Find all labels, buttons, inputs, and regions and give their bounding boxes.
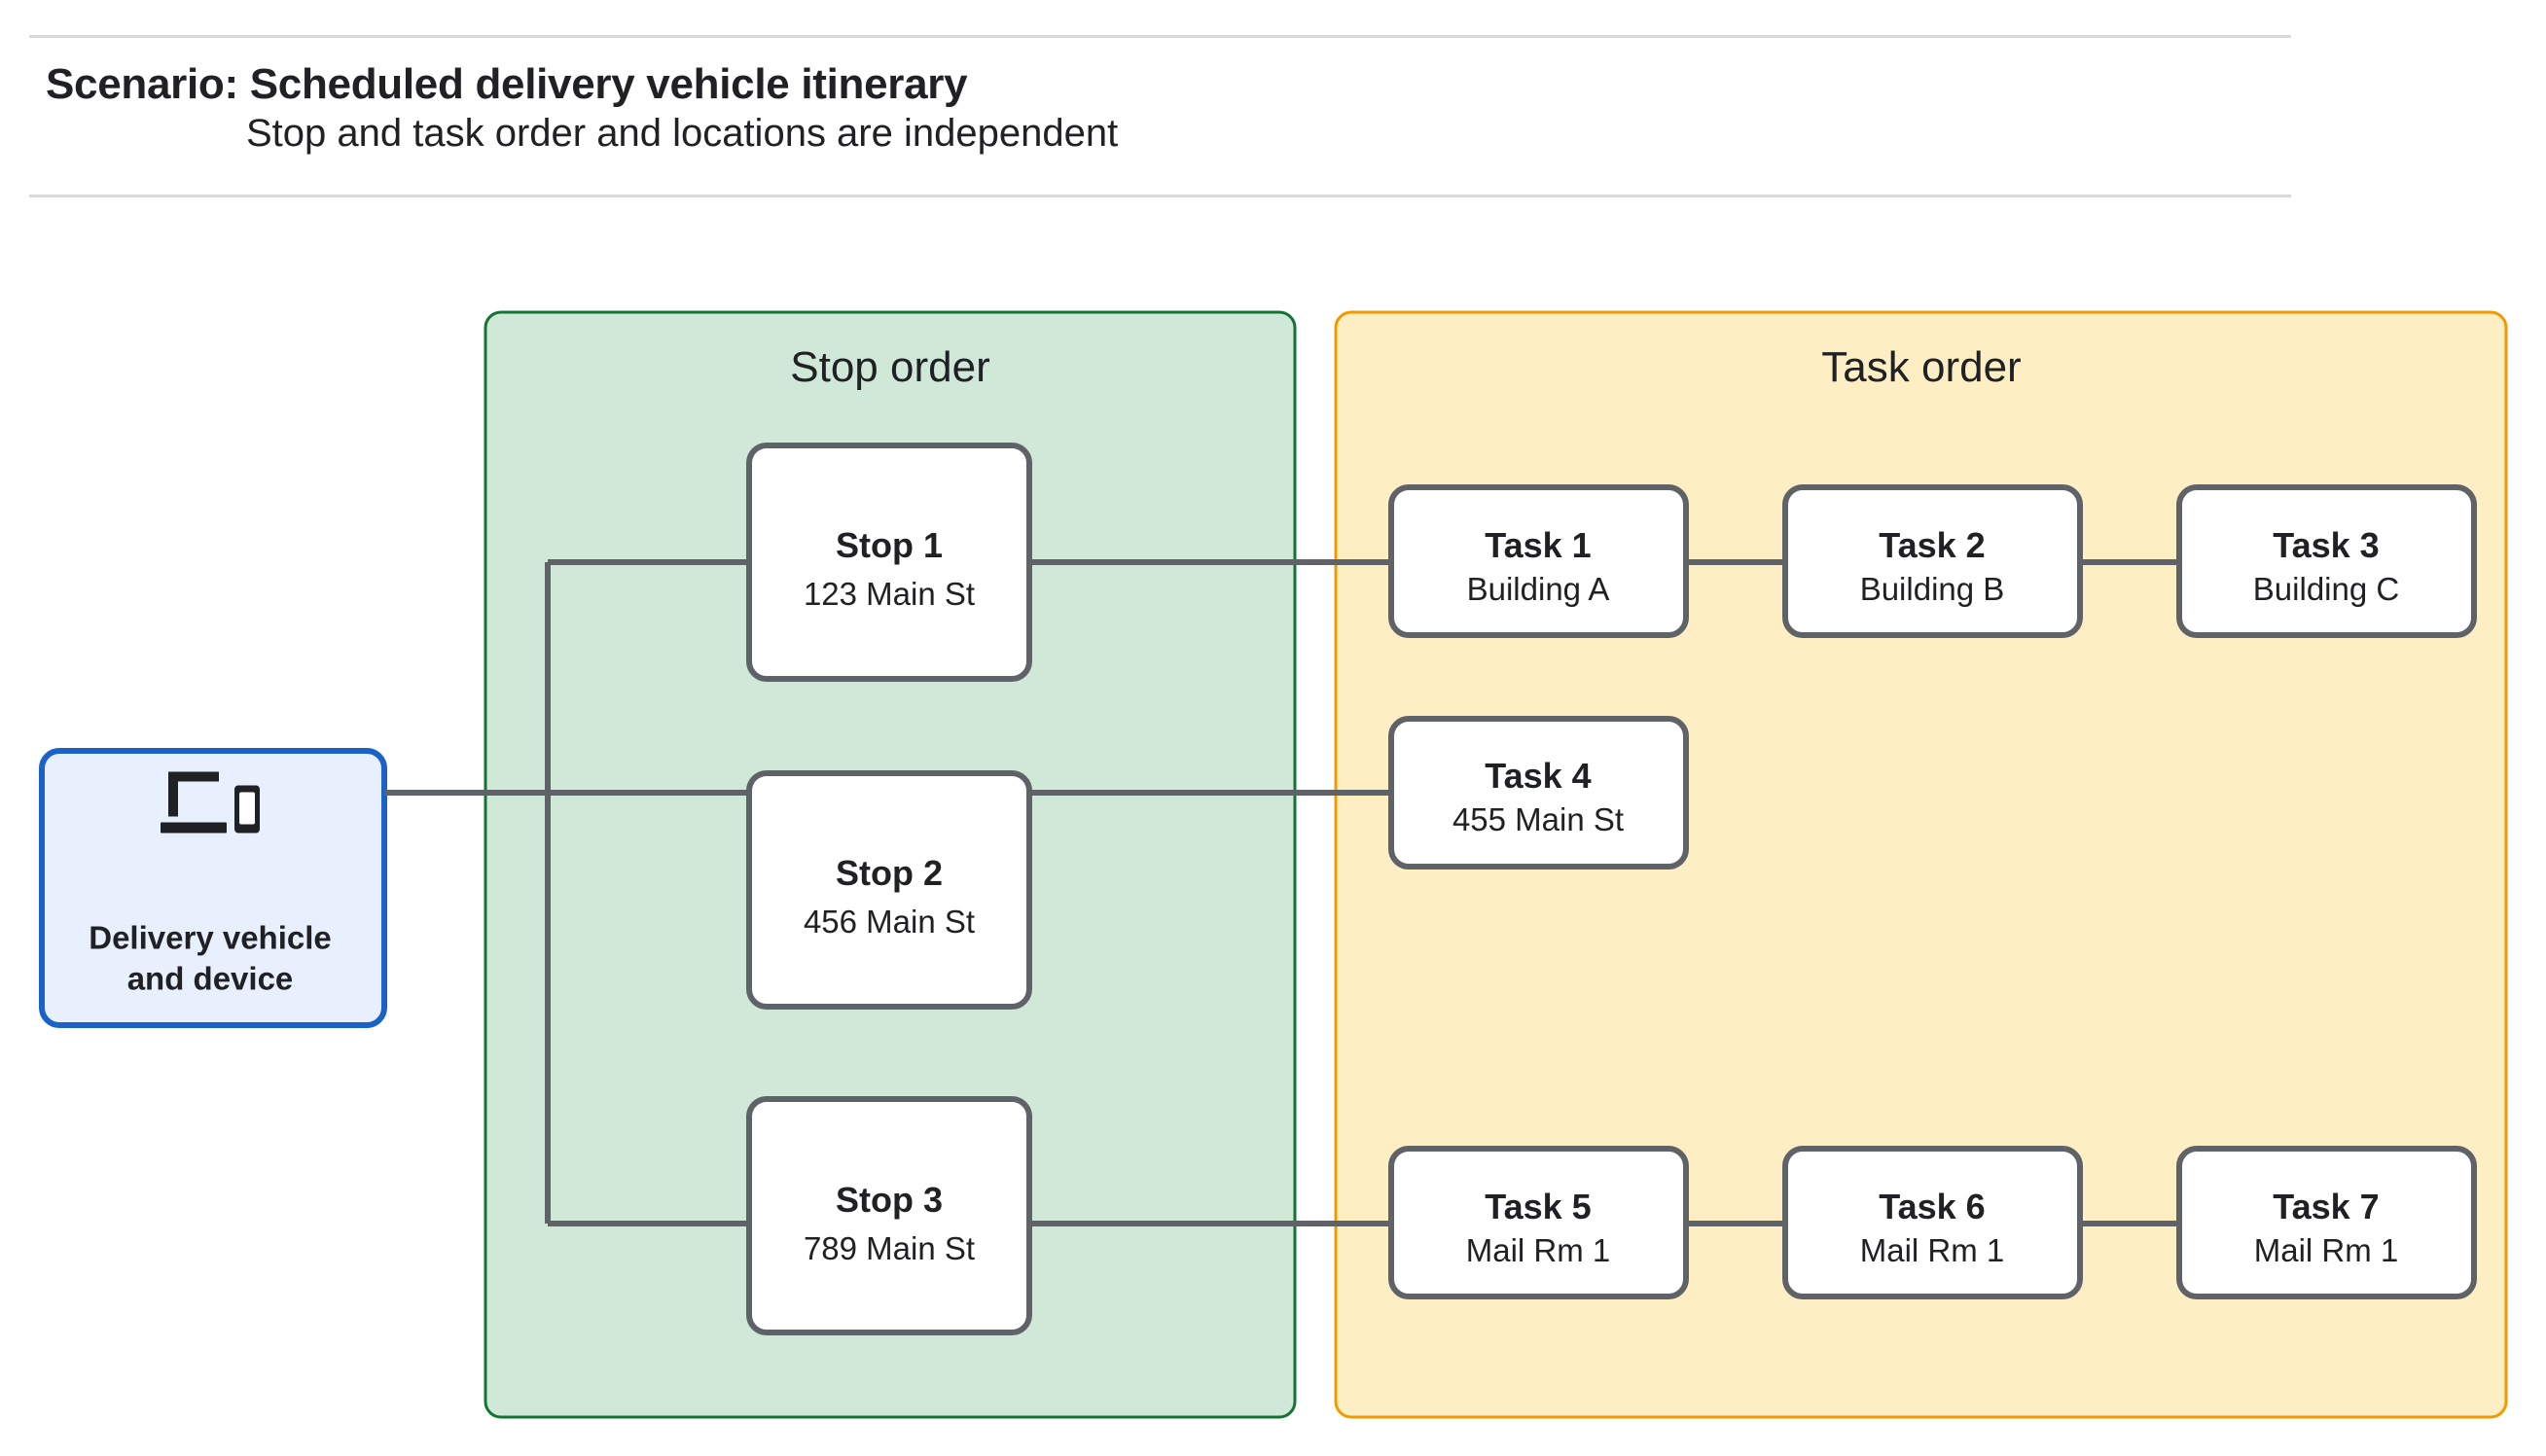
task-title-5: Task 5: [1485, 1187, 1592, 1226]
devices-icon: [159, 768, 262, 847]
task-box-1[interactable]: [1388, 484, 1689, 638]
task-title-4: Task 4: [1485, 756, 1592, 796]
stop-box-1[interactable]: [746, 443, 1032, 682]
task-location-7: Mail Rm 1: [2253, 1232, 2399, 1268]
task-box-7[interactable]: [2176, 1146, 2477, 1299]
task-location-1: Building A: [1466, 571, 1610, 607]
stop-title-1: Stop 1: [835, 525, 944, 565]
task-box-6[interactable]: [1782, 1146, 2083, 1299]
task-box-2[interactable]: [1782, 484, 2083, 638]
task-title-1: Task 1: [1485, 525, 1592, 565]
page-subtitle: Stop and task order and locations are in…: [246, 112, 1119, 155]
task-location-3: Building C: [2252, 571, 2400, 607]
task-location-5: Mail Rm 1: [1465, 1232, 1611, 1268]
task-title-2: Task 2: [1879, 525, 1986, 565]
task-title-7: Task 7: [2273, 1187, 2380, 1226]
task-location-4: 455 Main St: [1452, 801, 1625, 837]
task-box-3[interactable]: [2176, 484, 2477, 638]
task-box-4[interactable]: [1388, 716, 1689, 870]
task-title-6: Task 6: [1879, 1187, 1986, 1226]
device-box[interactable]: [39, 748, 387, 1028]
stop-address-1: 123 Main St: [803, 576, 976, 612]
task-location-2: Building B: [1859, 571, 2005, 607]
stop-address-3: 789 Main St: [803, 1230, 976, 1266]
stop-address-2: 456 Main St: [803, 904, 976, 940]
task-location-6: Mail Rm 1: [1859, 1232, 2005, 1268]
header-divider-bottom: [29, 195, 2291, 197]
stop-box-3[interactable]: [746, 1096, 1032, 1335]
task-box-5[interactable]: [1388, 1146, 1689, 1299]
header-divider-top: [29, 35, 2291, 38]
panel-title-stop-order: Stop order: [790, 343, 990, 391]
device-label: Delivery vehicle and device: [89, 919, 332, 996]
page-title: Scenario: Scheduled delivery vehicle iti…: [46, 60, 968, 108]
stop-box-2[interactable]: [746, 770, 1032, 1010]
task-title-3: Task 3: [2273, 525, 2380, 565]
stop-title-3: Stop 3: [835, 1180, 944, 1220]
stop-title-2: Stop 2: [835, 853, 944, 893]
panel-title-task-order: Task order: [1821, 343, 2022, 391]
